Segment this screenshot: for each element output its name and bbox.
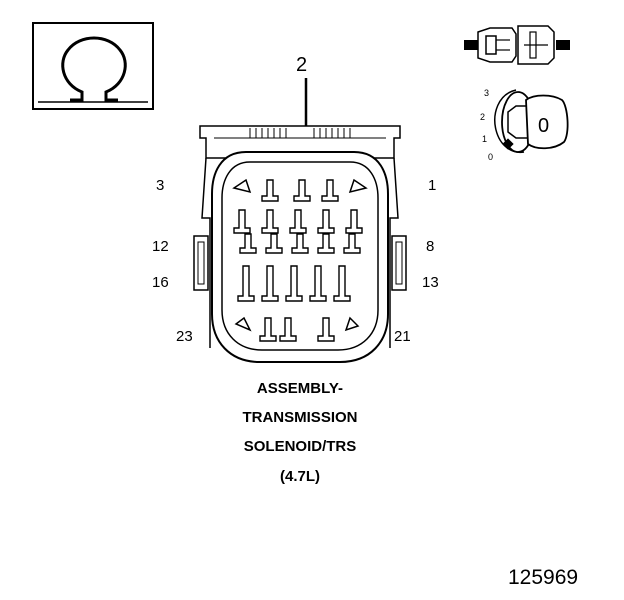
pin-label-3: 3 [156, 177, 165, 194]
terminal-cavity [239, 233, 257, 254]
terminal-cavity [345, 209, 363, 234]
pin-label-21: 21 [394, 328, 411, 345]
terminal-cavity [317, 233, 335, 254]
terminal-cavity [343, 233, 361, 254]
ohm-icon [32, 22, 154, 110]
terminal-cavity [291, 233, 309, 254]
pin-label-23: 23 [176, 328, 193, 345]
terminal-cavity [317, 317, 335, 342]
ignition-key-icon: 3 2 1 0 0 [480, 88, 569, 162]
terminal-cavity [261, 265, 279, 302]
terminal-cavity [279, 317, 297, 342]
pin-label-12: 12 [152, 238, 169, 255]
caption-line-2: TRANSMISSION [242, 409, 358, 426]
connector-face-icon [193, 125, 407, 363]
terminal-cavity [237, 265, 255, 302]
terminal-cavity [333, 265, 351, 302]
pin-label-8: 8 [426, 238, 435, 255]
caption-line-3: SOLENOID/TRS [243, 438, 357, 455]
connector-icon [464, 25, 570, 65]
terminal-cavity [233, 209, 251, 234]
key-position-0: 0 [488, 152, 493, 162]
caption-line-1: ASSEMBLY- [256, 380, 344, 397]
key-position-3: 3 [484, 88, 489, 98]
terminal-cavity [261, 209, 279, 234]
callout-number: 2 [296, 54, 308, 76]
terminal-cavity [293, 179, 311, 202]
key-label: 0 [538, 115, 549, 137]
terminal-cavity [309, 265, 327, 302]
terminal-cavity [317, 209, 335, 234]
figure-number: 125969 [508, 566, 579, 589]
key-position-2: 2 [480, 112, 485, 122]
key-position-1: 1 [482, 134, 487, 144]
pin-label-13: 13 [422, 274, 439, 291]
pin-label-1: 1 [428, 177, 437, 194]
terminal-cavity [265, 233, 283, 254]
terminal-cavity [321, 179, 339, 202]
caption-line-4: (4.7L) [279, 468, 320, 485]
pin-label-16: 16 [152, 274, 169, 291]
terminal-cavity [259, 317, 277, 342]
terminal-cavity [289, 209, 307, 234]
terminal-cavity [261, 179, 279, 202]
terminal-cavity [285, 265, 303, 302]
